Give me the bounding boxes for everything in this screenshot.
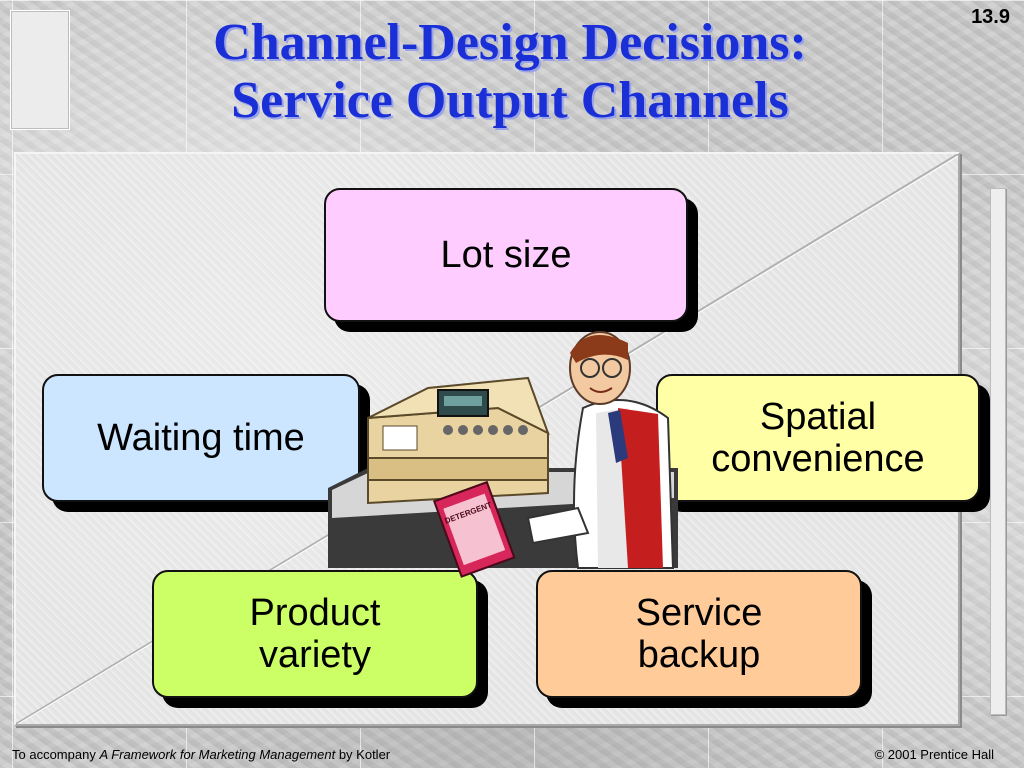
footer-left: To accompany A Framework for Marketing M… (12, 747, 390, 762)
waiting-time-box: Waiting time (42, 374, 360, 502)
footer-suffix: by Kotler (335, 747, 391, 762)
footer-prefix: To accompany (12, 747, 100, 762)
lot-size-box: Lot size (324, 188, 688, 322)
slide-title: Channel-Design Decisions: Service Output… (60, 14, 960, 130)
product-variety-label: Product variety (249, 592, 381, 676)
corner-tile (10, 10, 70, 130)
spatial-convenience-label: Spatial convenience (711, 396, 925, 480)
lot-size-label: Lot size (440, 234, 572, 276)
right-side-bar (990, 188, 1006, 715)
product-variety-box: Product variety (152, 570, 478, 698)
service-backup-box: Service backup (536, 570, 862, 698)
slide-number: 13.9 (971, 6, 1010, 28)
title-line-1: Channel-Design Decisions: (213, 14, 807, 71)
spatial-convenience-box: Spatial convenience (656, 374, 980, 502)
footer-copyright: © 2001 Prentice Hall (874, 747, 994, 762)
service-backup-label: Service backup (635, 592, 763, 676)
waiting-time-label: Waiting time (97, 417, 305, 459)
cashier-with-register-icon: DETERGENT (328, 331, 678, 578)
footer-book-title: A Framework for Marketing Management (99, 747, 336, 762)
title-line-2: Service Output Channels (231, 72, 789, 129)
